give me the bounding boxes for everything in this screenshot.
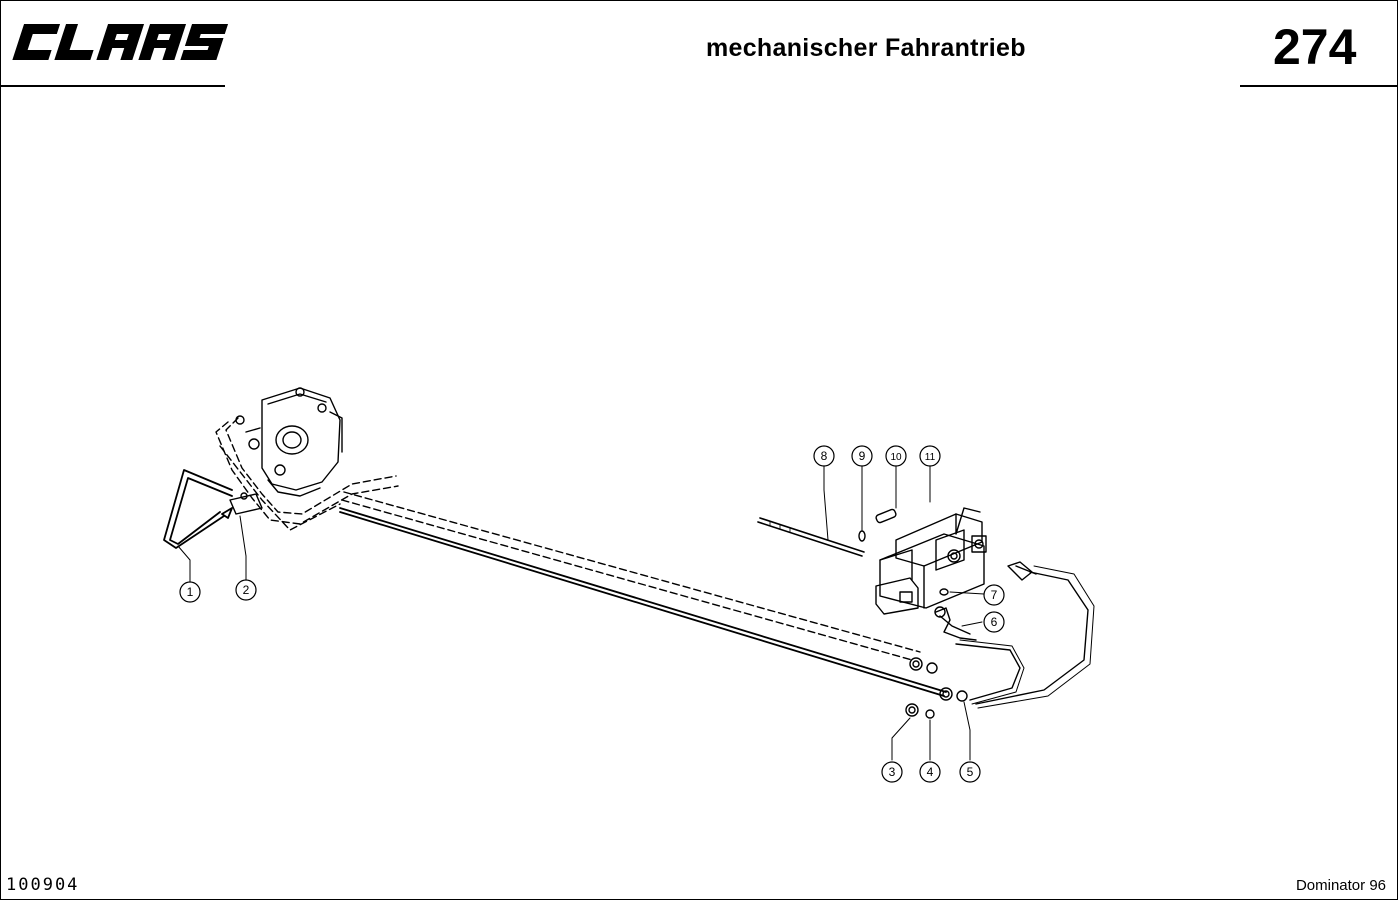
callout-10: 10	[885, 445, 907, 467]
part-2-clamp	[229, 492, 263, 515]
dashed-pipe-upper	[215, 417, 921, 661]
callout-2-label: 2	[243, 583, 250, 597]
part-1-bent-pipe	[163, 469, 233, 549]
part-4-washer	[925, 709, 935, 719]
part-11-valve-block	[875, 507, 987, 615]
solid-cable	[339, 507, 947, 697]
hose-loop	[955, 565, 1095, 709]
claas-logo	[8, 18, 233, 71]
page-title: mechanischer Fahrantrieb	[706, 34, 1026, 62]
callout-8-label: 8	[821, 449, 828, 463]
leader-lines	[177, 465, 985, 761]
fittings	[909, 561, 1037, 702]
callout-7: 7	[983, 584, 1005, 606]
callout-2: 2	[235, 579, 257, 601]
page-number: 274	[1273, 19, 1357, 75]
callout-11: 11	[919, 445, 941, 467]
callout-3-label: 3	[889, 765, 896, 779]
callout-7-label: 7	[991, 588, 998, 602]
callout-11-label: 11	[925, 452, 936, 463]
part-9-o-ring	[858, 530, 866, 542]
callout-4-label: 4	[927, 765, 934, 779]
header-rule-right	[1240, 85, 1397, 87]
callout-5-label: 5	[967, 765, 974, 779]
callout-3: 3	[881, 761, 903, 783]
callout-9-label: 9	[859, 449, 866, 463]
header-rule-left	[0, 85, 225, 87]
gearbox-assembly	[235, 387, 343, 497]
callout-8: 8	[813, 445, 835, 467]
part-10-gasket	[875, 508, 897, 524]
callout-1-label: 1	[187, 585, 194, 599]
callout-1: 1	[179, 581, 201, 603]
callout-5: 5	[959, 761, 981, 783]
part-8-rod	[757, 517, 865, 557]
callout-6-label: 6	[991, 615, 998, 629]
callout-6: 6	[983, 611, 1005, 633]
part-7-seal	[939, 588, 949, 596]
callout-10-label: 10	[890, 452, 902, 463]
callout-9: 9	[851, 445, 873, 467]
callout-4: 4	[919, 761, 941, 783]
part-3-nut	[905, 703, 919, 717]
part-6-elbow	[934, 606, 977, 641]
model-name: Dominator 96	[1295, 877, 1386, 894]
claas-logo-mark	[12, 24, 229, 60]
document-code: 100904	[6, 875, 80, 895]
